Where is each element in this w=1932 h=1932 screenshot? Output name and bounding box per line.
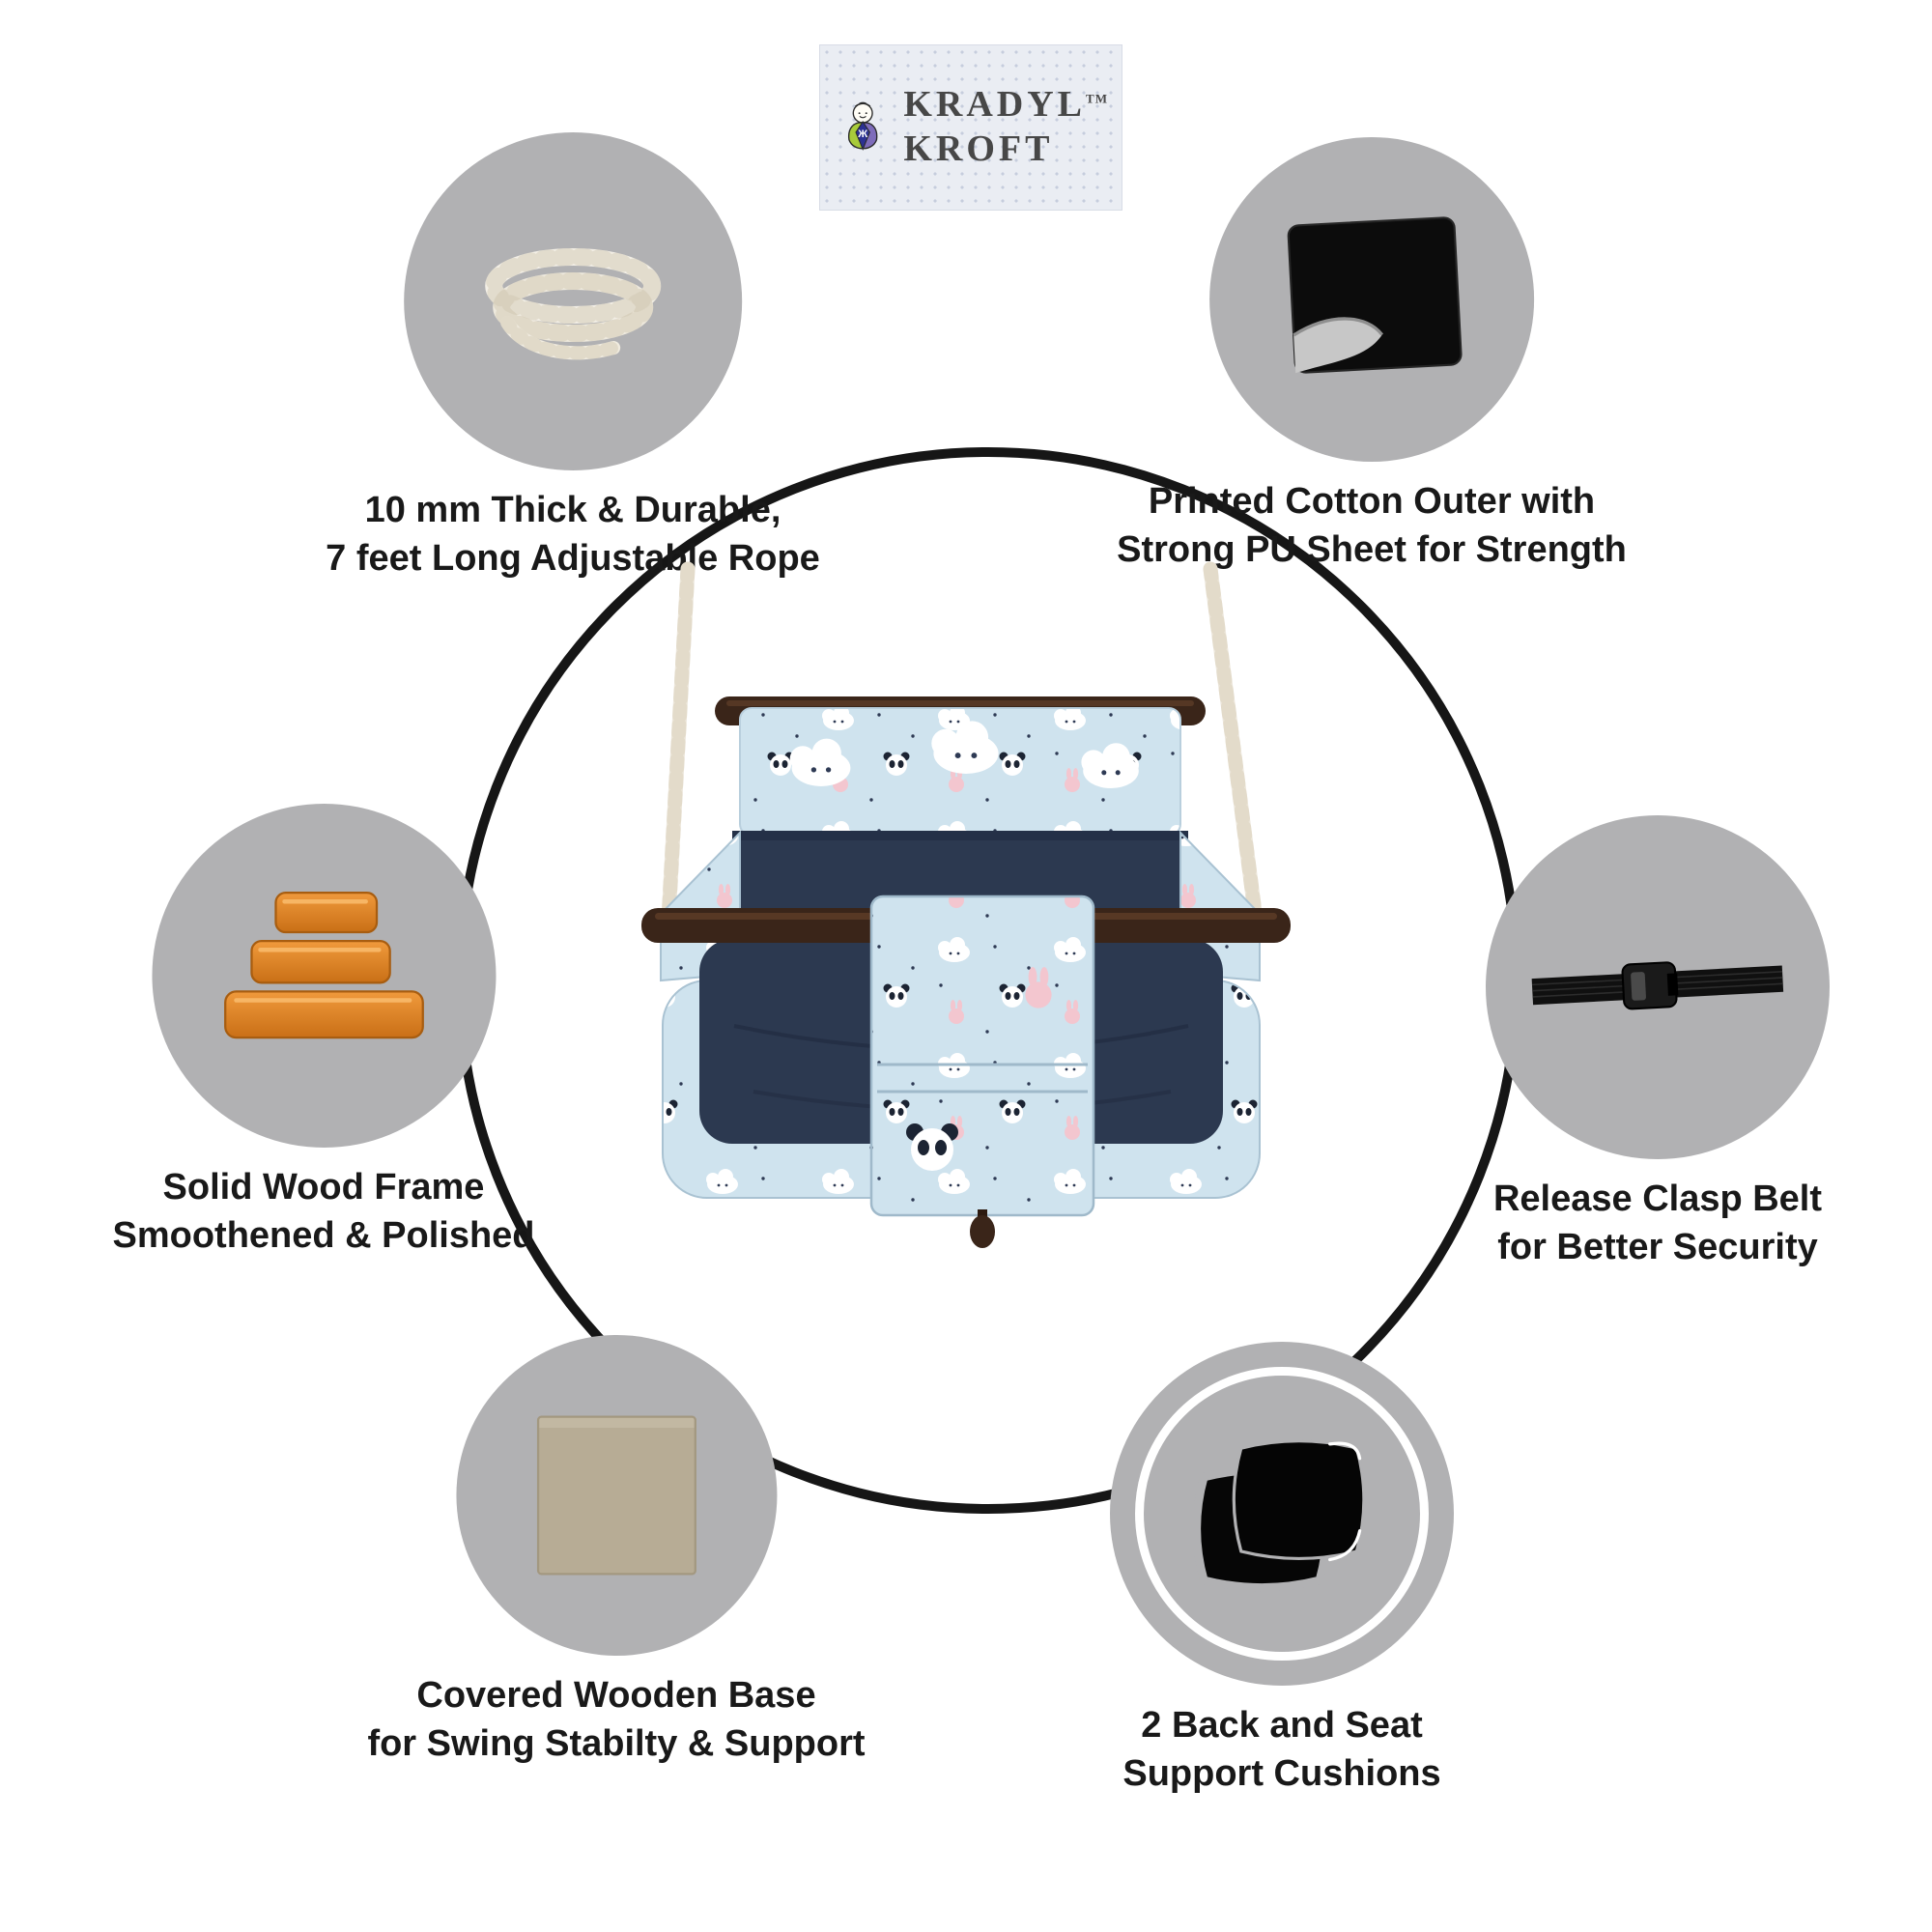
brand-word-1: KRADYL [903,84,1087,126]
caption-line: 2 Back and Seat [1141,1705,1423,1746]
caption-line: for Swing Stabilty & Support [367,1723,866,1765]
caption-line: Release Clasp Belt [1492,1179,1823,1219]
feature-rope-bubble [403,132,742,470]
swing-ropes [661,561,1264,927]
clasp-belt-icon [1531,961,1784,1010]
feature-cushions: 2 Back and Seat Support Cushions [1110,1342,1454,1798]
brand-word-2: KROFT [903,128,1054,169]
wooden-base-icon [536,1415,696,1576]
feature-cushions-bubble [1110,1342,1454,1686]
feature-rope: 10 mm Thick & Durable, 7 feet Long Adjus… [326,132,820,582]
trademark-mark: TM [1086,91,1108,106]
swing-back-pillow [739,707,1181,837]
caption-line: Solid Wood Frame [162,1167,485,1208]
feature-pu-sheet-caption: Printed Cotton Outer with Strong PU Shee… [1117,477,1627,574]
feature-clasp-belt-bubble [1486,815,1830,1159]
cushions-icon [1192,1438,1365,1592]
pu-sheet-icon [1287,216,1463,374]
feature-clasp-belt-caption: Release Clasp Belt for Better Security [1493,1175,1822,1271]
feature-wood-frame-bubble [151,804,496,1148]
swaddled-baby-icon: Ж [847,101,878,151]
feature-wooden-base-bubble [455,1335,777,1656]
feature-wood-frame-caption: Solid Wood Frame Smoothened & Polished [112,1163,534,1260]
svg-text:Ж: Ж [857,128,867,140]
wood-planks-icon [223,891,424,1038]
brand-name: KRADYLTM KROFT [903,83,1108,171]
swing-center-strap [869,895,1095,1217]
caption-line: 7 feet Long Adjustable Rope [326,538,820,580]
baby-swing-product-image [641,561,1291,1248]
feature-wooden-base: Covered Wooden Base for Swing Stabilty &… [367,1335,866,1768]
caption-line: Covered Wooden Base [416,1675,816,1716]
feature-pu-sheet-bubble [1208,137,1534,462]
caption-line: 10 mm Thick & Durable, [364,490,781,530]
caption-line: Smoothened & Polished [112,1215,535,1257]
feature-wooden-base-caption: Covered Wooden Base for Swing Stabilty &… [367,1671,865,1768]
feature-pu-sheet: Printed Cotton Outer with Strong PU Shee… [1117,137,1627,574]
rope-icon [484,248,661,360]
caption-line: Printed Cotton Outer with [1148,481,1596,522]
caption-line: Strong PU Sheet for Strength [1117,529,1627,571]
brand-logo: Ж KRADYLTM KROFT [819,44,1122,211]
caption-line: for Better Security [1497,1227,1818,1268]
cushion-bubble-white-ring [1135,1367,1429,1661]
feature-rope-caption: 10 mm Thick & Durable, 7 feet Long Adjus… [326,486,820,582]
feature-cushions-caption: 2 Back and Seat Support Cushions [1122,1701,1440,1798]
feature-wood-frame: Solid Wood Frame Smoothened & Polished [112,804,535,1260]
feature-clasp-belt: Release Clasp Belt for Better Security [1486,815,1830,1271]
caption-line: Support Cushions [1122,1753,1441,1795]
swing-wood-toggle [970,1209,995,1248]
